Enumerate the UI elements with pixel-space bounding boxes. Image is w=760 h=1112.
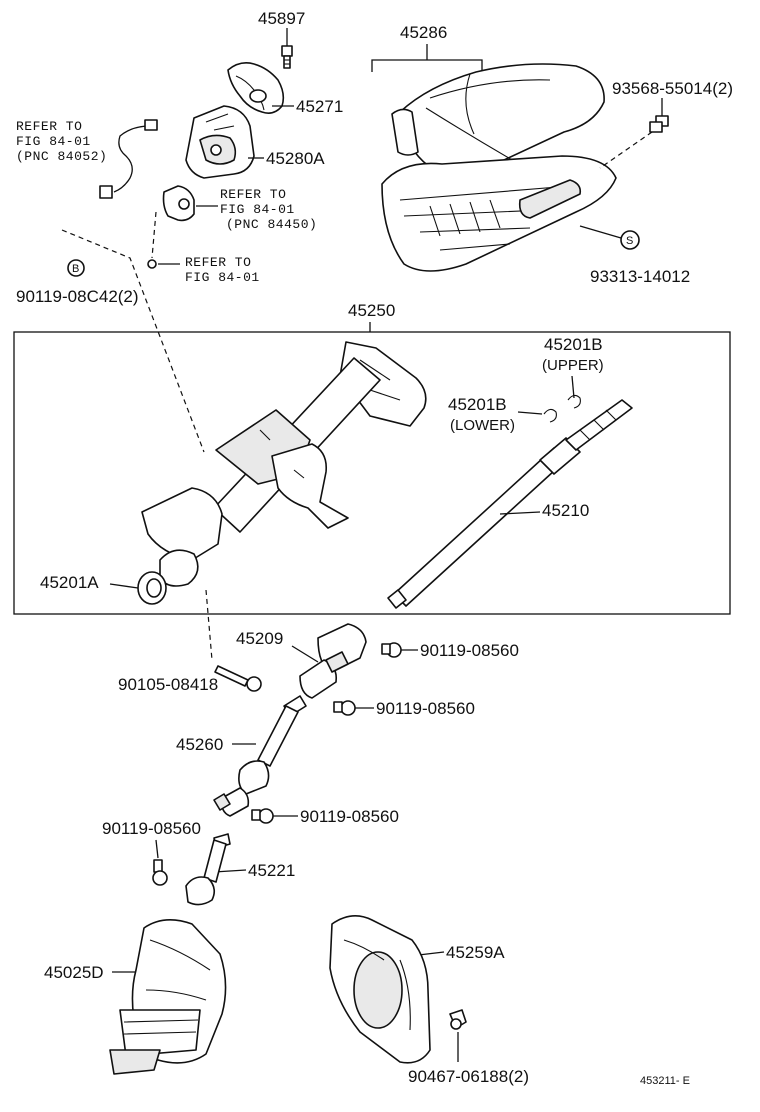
dashed-guide-lower	[205, 589, 213, 661]
label-93568-55014: 93568-55014(2)	[612, 79, 733, 98]
part-45209-universal-joint[interactable]	[299, 623, 367, 699]
part-small-screw[interactable]	[147, 211, 157, 269]
marker-s: S	[620, 230, 640, 250]
label-45250: 45250	[348, 301, 395, 320]
part-45025D-dust-boot[interactable]	[109, 919, 227, 1075]
label-45286: 45286	[400, 23, 447, 42]
ref1-line2: FIG 84-01	[16, 134, 91, 149]
part-93568-55014-screw[interactable]	[649, 115, 669, 133]
label-45209: 45209	[236, 629, 283, 648]
part-45286-column-cover-lower[interactable]	[381, 155, 617, 272]
part-ignition-switch[interactable]	[162, 185, 195, 222]
dashed-guide-upper	[61, 229, 205, 453]
label-45897: 45897	[258, 9, 305, 28]
part-45250-column-tube[interactable]	[141, 341, 427, 587]
ref2-line2: FIG 84-01	[220, 202, 295, 217]
part-90119-08560-bolt-b[interactable]	[333, 700, 356, 716]
marker-b: B	[67, 259, 85, 277]
label-45025D: 45025D	[44, 963, 104, 982]
part-45201A-bushing[interactable]	[137, 571, 167, 605]
label-90467-06188: 90467-06188(2)	[408, 1067, 529, 1086]
part-45897-bolt[interactable]	[281, 45, 293, 69]
label-90119-08560-b: 90119-08560	[376, 699, 475, 718]
label-90119-08C42: 90119-08C42(2)	[16, 287, 139, 306]
part-45260-intermediate-shaft[interactable]	[213, 695, 307, 817]
label-90119-08560-a: 90119-08560	[420, 641, 519, 660]
part-45201B-upper-clip[interactable]	[567, 394, 581, 409]
label-45201B-upper: 45201B	[544, 335, 603, 354]
ref3-line2: FIG 84-01	[185, 270, 260, 285]
label-90119-08560-c: 90119-08560	[300, 807, 399, 826]
assembly-45250-frame	[13, 331, 731, 615]
part-90119-08560-bolt-a[interactable]	[381, 642, 402, 658]
label-upper: (UPPER)	[542, 357, 604, 374]
ref1-line3: (PNC 84052)	[16, 149, 107, 164]
label-45201B-lower: 45201B	[448, 395, 507, 414]
part-90119-08560-bolt-d[interactable]	[152, 859, 168, 886]
part-90467-06188-clip[interactable]	[449, 1009, 467, 1030]
part-45221-yoke-shaft[interactable]	[185, 833, 231, 906]
diagram-code: 453211- E	[640, 1075, 690, 1087]
part-90105-08418-bolt[interactable]	[214, 665, 262, 692]
label-45201A: 45201A	[40, 573, 99, 592]
ref3-line1: REFER TO	[185, 255, 251, 270]
part-45210-main-shaft[interactable]	[387, 399, 633, 609]
bracket-45286	[371, 59, 483, 72]
part-45286-column-cover-upper[interactable]	[391, 63, 605, 191]
part-wire-harness[interactable]	[99, 119, 158, 199]
label-90105-08418: 90105-08418	[118, 675, 218, 694]
label-lower: (LOWER)	[450, 417, 515, 434]
svg-text:B: B	[72, 263, 79, 275]
label-45210: 45210	[542, 501, 589, 520]
label-45260: 45260	[176, 735, 223, 754]
ref2-line1: REFER TO	[220, 187, 286, 202]
label-90119-08560-d: 90119-08560	[102, 819, 201, 838]
part-45201B-lower-clip[interactable]	[543, 408, 557, 423]
part-45280A-housing[interactable]	[185, 105, 255, 179]
label-45271: 45271	[296, 97, 343, 116]
label-45259A: 45259A	[446, 943, 505, 962]
part-90119-08560-bolt-c[interactable]	[251, 808, 274, 824]
part-45259A-cover[interactable]	[329, 915, 431, 1064]
label-93313-14012: 93313-14012	[590, 267, 690, 286]
ref2-line3: (PNC 84450)	[226, 217, 317, 232]
label-45280A: 45280A	[266, 149, 325, 168]
label-45221: 45221	[248, 861, 295, 880]
svg-text:S: S	[626, 235, 633, 247]
part-45271-bracket[interactable]	[227, 62, 285, 114]
ref1-line1: REFER TO	[16, 119, 82, 134]
